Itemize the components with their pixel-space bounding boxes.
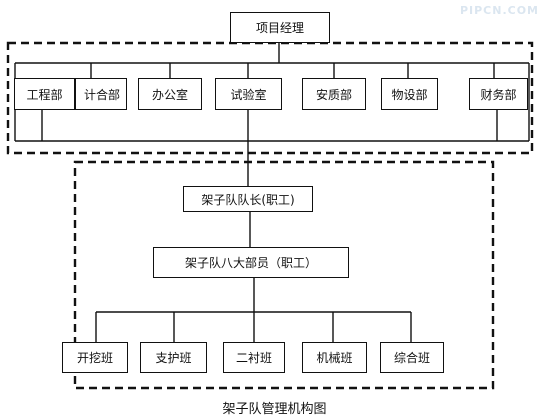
node-dept-materials: 物设部 <box>381 78 438 110</box>
diagram-caption: 架子队管理机构图 <box>222 402 327 417</box>
node-dept-engineering: 工程部 <box>14 78 75 110</box>
management-group-frame <box>6 41 534 155</box>
node-crew-excavation: 开挖班 <box>62 342 128 373</box>
watermark-text: PIPCN.COM <box>459 4 539 17</box>
node-dept-laboratory: 试验室 <box>215 78 282 110</box>
node-crew-machinery: 机械班 <box>302 342 367 373</box>
node-dept-office: 办公室 <box>138 78 202 110</box>
node-dept-planning: 计合部 <box>75 78 127 110</box>
team-group-frame <box>73 160 495 390</box>
node-team-staff: 架子队八大部员（职工） <box>153 247 349 278</box>
node-crew-general: 综合班 <box>380 342 444 373</box>
node-project-manager: 项目经理 <box>230 12 330 43</box>
node-team-leader: 架子队队长(职工) <box>183 186 313 212</box>
node-dept-finance: 财务部 <box>469 78 528 110</box>
node-crew-secondary-lining: 二衬班 <box>223 342 285 373</box>
node-crew-support: 支护班 <box>140 342 207 373</box>
node-dept-safety-quality: 安质部 <box>302 78 366 110</box>
